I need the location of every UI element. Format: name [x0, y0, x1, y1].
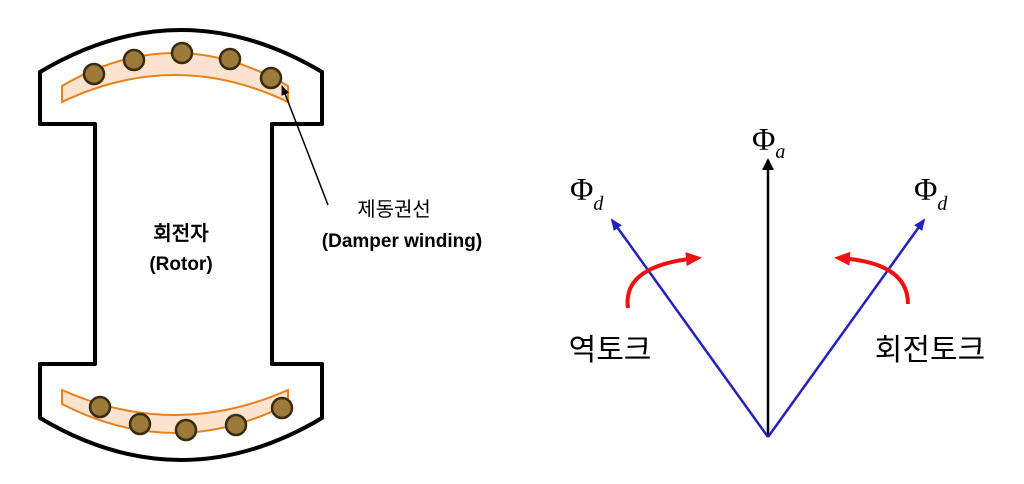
- damper-bar: [174, 418, 198, 442]
- phi-d-left-subscript: d: [593, 193, 604, 215]
- phi-d-right-label: Φd: [914, 171, 948, 215]
- damper-bar: [82, 62, 106, 86]
- rotor-label-korean: 회전자: [153, 221, 209, 245]
- flux-vector-d-right: [766, 218, 926, 438]
- rotor-pole-outline: [38, 28, 324, 462]
- flux-vector-d-left: [610, 218, 770, 438]
- damper-bar: [224, 413, 248, 437]
- phi-a-symbol: Φ: [752, 121, 775, 157]
- phi-d-left-symbol: Φ: [570, 171, 593, 207]
- rotating-torque-arrow: [834, 251, 910, 305]
- phi-a-subscript: a: [775, 141, 785, 163]
- damper-label-korean: 제동권선: [357, 197, 431, 221]
- phi-d-right-symbol: Φ: [914, 171, 937, 207]
- phi-d-left-label: Φd: [570, 171, 604, 215]
- reverse-torque-label: 역토크: [569, 333, 652, 368]
- damper-bar: [88, 395, 112, 419]
- phi-a-label: Φa: [752, 121, 785, 163]
- damper-bar: [122, 48, 146, 72]
- damper-bar: [259, 66, 283, 90]
- damper-bar: [218, 47, 242, 71]
- rotor-label-english: (Rotor): [149, 254, 212, 275]
- damper-leader-line: [281, 85, 329, 206]
- top-damper-bars: [82, 41, 283, 90]
- damper-label-english: (Damper winding): [322, 231, 482, 252]
- damper-bar: [270, 396, 294, 420]
- reverse-torque-arrow: [625, 252, 702, 309]
- phi-d-right-subscript: d: [937, 193, 948, 215]
- rotating-torque-label: 회전토크: [875, 333, 985, 368]
- bottom-damper-bars: [88, 395, 294, 442]
- damper-bar: [128, 412, 152, 436]
- damper-bar: [170, 41, 194, 65]
